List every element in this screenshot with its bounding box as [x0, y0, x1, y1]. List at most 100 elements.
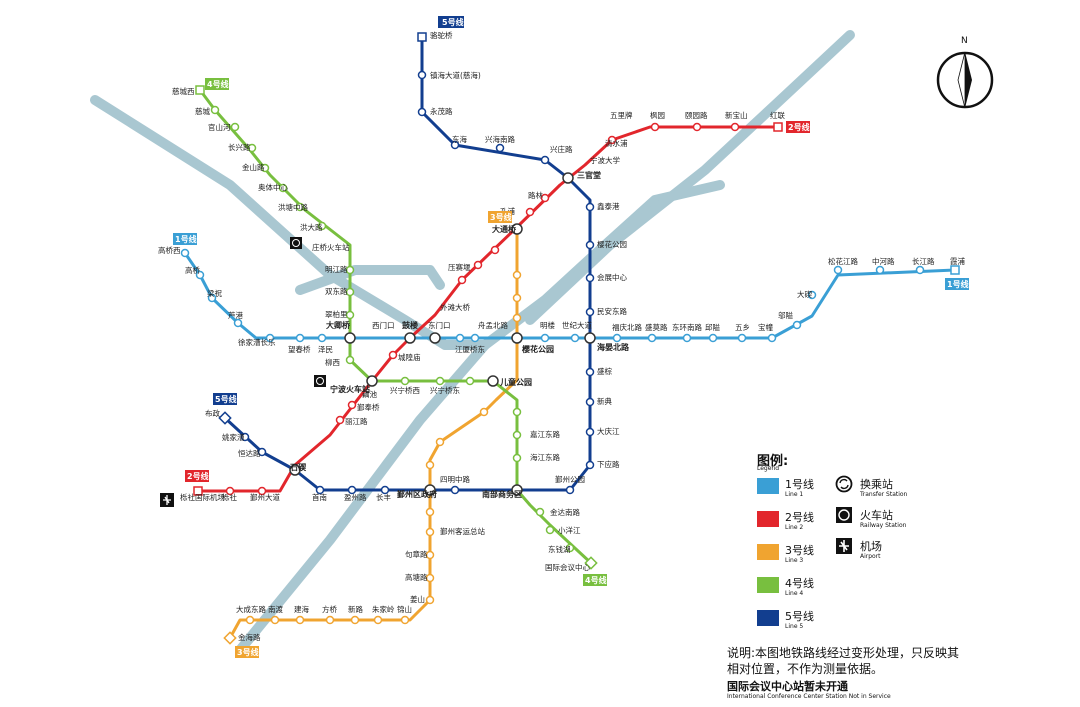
- line-tag-l2-west: 2号线: [185, 470, 209, 482]
- station-1-c: [612, 333, 622, 343]
- station-xiapu-terminal: [950, 265, 960, 275]
- line-tag-l2-east: 2号线: [786, 121, 810, 133]
- station-airport-terminal: [193, 486, 203, 496]
- svg-text:5号线: 5号线: [442, 17, 464, 27]
- station-jiangxiaqiaodong: [455, 333, 465, 343]
- label-l1-13: 樱花公园: [522, 344, 554, 354]
- transfer-dongmenkou: [429, 332, 441, 344]
- label-l2-5: 鄞奉桥: [357, 402, 380, 412]
- label-l3-1: 大通桥: [492, 224, 517, 234]
- legend-line1-en: Line 1: [785, 491, 804, 498]
- label-l2-15: 宁波大学: [590, 155, 620, 165]
- line-1-labels: 高桥西 高桥 梁祝 芦港 徐家漕长乐 望春桥 泽民 大卿桥 西门口 鼓楼 东门口…: [158, 245, 965, 354]
- label-l3-3: 儿童公园: [499, 377, 532, 387]
- label-l2-14: 三官堂: [577, 170, 601, 180]
- legend-line4-en: Line 4: [785, 590, 804, 597]
- legend-swatch-line5: [757, 610, 779, 626]
- line-tag-l3-south: 3号线: [235, 646, 259, 658]
- label-l4-7: 洪大路: [300, 222, 323, 232]
- label-l1-14: 明楼: [540, 320, 555, 330]
- label-l4-6: 洪塘中路: [278, 202, 308, 212]
- label-l3-27: 方桥: [322, 604, 337, 614]
- label-l1-6: 泽民: [318, 345, 333, 354]
- label-l2-10: 外滩大桥: [440, 302, 470, 312]
- transfer-ningbo-railway: [366, 375, 378, 387]
- station-jinhai-terminal: [223, 631, 237, 645]
- label-l5-11: 民安东路: [597, 306, 627, 316]
- transfer-sanguantang: [562, 172, 574, 184]
- legend-railway-en: Railway Station: [860, 522, 907, 529]
- station-1-d: [647, 333, 657, 343]
- label-l1-12: 舟孟北路: [478, 320, 508, 330]
- legend-line5: 5号线: [785, 610, 814, 623]
- label-l4-23: 海江东路: [530, 452, 560, 462]
- station-gaoqiaoxi: [180, 248, 190, 258]
- line-tag-l3-north: 3号线: [488, 211, 512, 223]
- transfer-haiyanbeilu: [584, 332, 596, 344]
- label-l3-21: 高塘路: [405, 572, 428, 582]
- station-conference-terminal: [584, 556, 598, 570]
- airport-icon: [160, 493, 174, 507]
- label-l3-22: 姜山: [410, 594, 425, 604]
- label-l1-18: 盛莫路: [645, 322, 668, 332]
- line-4-stations: [210, 105, 575, 553]
- label-l2-0: 栎社国际机场: [180, 492, 225, 502]
- station-1-g: [737, 333, 747, 343]
- legend-transfer-en: Transfer Station: [860, 491, 908, 498]
- label-l2-1: 栎社: [222, 492, 237, 502]
- label-l2-7: 宁波火车站: [330, 384, 370, 394]
- legend-line2-en: Line 2: [785, 524, 804, 531]
- station-cichengxi-terminal: [195, 85, 205, 95]
- label-l2-13: 路林: [528, 190, 543, 200]
- label-l5-1: 镇海大道(慈海): [430, 70, 481, 80]
- label-l1-27: 长江路: [912, 256, 935, 266]
- line-4-labels: 慈城西 慈城 官山河 长兴路 金山路 奥体中心 洪塘中路 洪大路 庄桥火车站 明…: [172, 86, 590, 572]
- label-l5-19: 四明中路: [440, 474, 470, 484]
- label-l2-17: 五里牌: [610, 110, 633, 120]
- station-1-h: [767, 333, 777, 343]
- railway-station-icon: [290, 237, 302, 249]
- label-l5-3: 东海: [452, 134, 467, 144]
- label-l4-22: 嘉江东路: [530, 429, 560, 439]
- station-xujiacao: [265, 333, 275, 343]
- line-1-track: [183, 252, 956, 340]
- label-l2-11: 压赛堰: [448, 262, 471, 272]
- label-l4-5: 奥体中心: [258, 182, 288, 192]
- label-l4-11: 翠柏里: [325, 309, 348, 319]
- label-l1-11: 江厦桥东: [455, 344, 485, 354]
- label-l2-2: 鄞州大道: [250, 492, 280, 502]
- label-l1-21: 五乡: [735, 323, 750, 332]
- station-1-k: [833, 265, 843, 275]
- label-l3-18: 鄞州区政府: [397, 489, 437, 499]
- label-l3-24: 大成东路: [236, 604, 266, 614]
- legend-line3-en: Line 3: [785, 557, 804, 564]
- line-5-track: [223, 37, 592, 492]
- label-l4-0: 慈城西: [172, 86, 195, 96]
- line-2-track: [197, 125, 778, 493]
- label-l5-14: 盛棕: [597, 366, 612, 376]
- label-l5-26: 恒达路: [238, 448, 261, 458]
- label-l4-28: 国际会议中心: [545, 562, 590, 572]
- label-l2-21: 红联: [770, 110, 785, 120]
- label-l2-16: 清水浦: [605, 138, 628, 148]
- station-1-l: [875, 265, 885, 275]
- label-l3-30: 锦山: [397, 604, 412, 614]
- transfer-nanbu: [511, 484, 523, 496]
- label-l3-31: 金海路: [238, 632, 261, 642]
- label-l5-16: 大庆江: [597, 426, 620, 436]
- legend-line4: 4号线: [785, 577, 814, 590]
- station-1-f: [708, 333, 718, 343]
- label-l4-4: 金山路: [242, 162, 265, 172]
- label-l1-20: 邱隘: [705, 323, 720, 332]
- label-l5-8: 鑫泰港: [597, 201, 620, 211]
- station-1-i: [792, 320, 802, 330]
- label-l4-26: 小洋江: [558, 525, 581, 535]
- label-l1-3: 芦港: [228, 310, 243, 320]
- label-l4-10: 双东路: [325, 286, 348, 296]
- station-zemin: [317, 333, 327, 343]
- line-3-track: [228, 229, 519, 639]
- railway-station-icon: [836, 507, 852, 523]
- line-tag-l1-west: 1号线: [173, 233, 197, 245]
- svg-text:2号线: 2号线: [187, 471, 209, 481]
- label-l5-17: 下应路: [597, 459, 620, 469]
